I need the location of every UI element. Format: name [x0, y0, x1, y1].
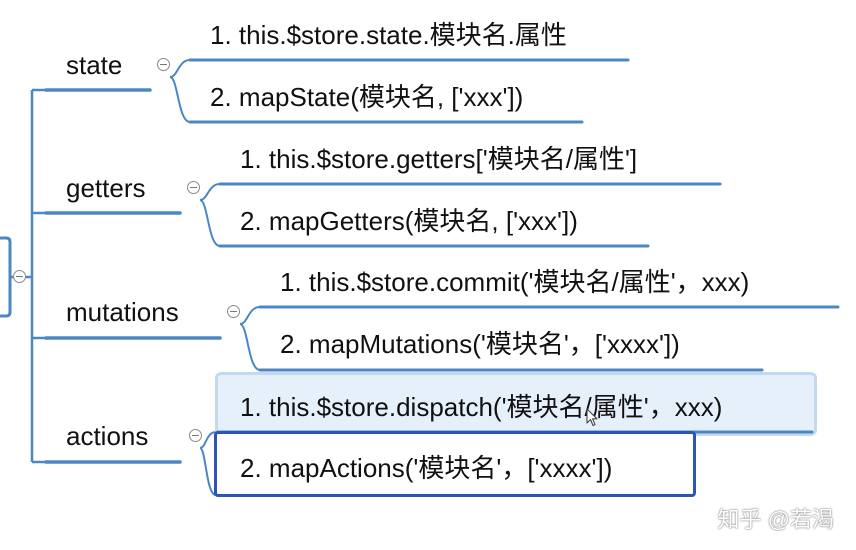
collapse-icon[interactable]: [13, 270, 26, 283]
collapse-icon[interactable]: [187, 181, 200, 194]
collapse-icon[interactable]: [157, 58, 170, 71]
collapse-icon[interactable]: [227, 305, 240, 318]
node-actions-child-2[interactable]: 2. mapActions('模块名'，['xxxx']): [240, 453, 613, 483]
node-mutations[interactable]: mutations: [66, 297, 179, 327]
node-state-child-2[interactable]: 2. mapState(模块名, ['xxx']): [210, 82, 524, 112]
node-state[interactable]: state: [66, 50, 123, 80]
node-getters-child-1[interactable]: 1. this.$store.getters['模块名/属性']: [240, 144, 638, 174]
node-mutations-child-1[interactable]: 1. this.$store.commit('模块名/属性'，xxx): [280, 267, 750, 297]
node-actions-child-1[interactable]: 1. this.$store.dispatch('模块名/属性'，xxx): [240, 392, 723, 422]
watermark: 知乎 @若渴: [717, 507, 834, 532]
selected-node-frame: [214, 431, 696, 497]
node-mutations-child-2[interactable]: 2. mapMutations('模块名'，['xxxx']): [280, 329, 680, 359]
node-actions[interactable]: actions: [66, 421, 149, 451]
node-state-child-1[interactable]: 1. this.$store.state.模块名.属性: [210, 20, 567, 50]
collapse-icon[interactable]: [189, 429, 202, 442]
mouse-cursor-icon: [586, 408, 598, 427]
node-getters-child-2[interactable]: 2. mapGetters(模块名, ['xxx']): [240, 206, 578, 236]
node-getters[interactable]: getters: [66, 173, 146, 203]
